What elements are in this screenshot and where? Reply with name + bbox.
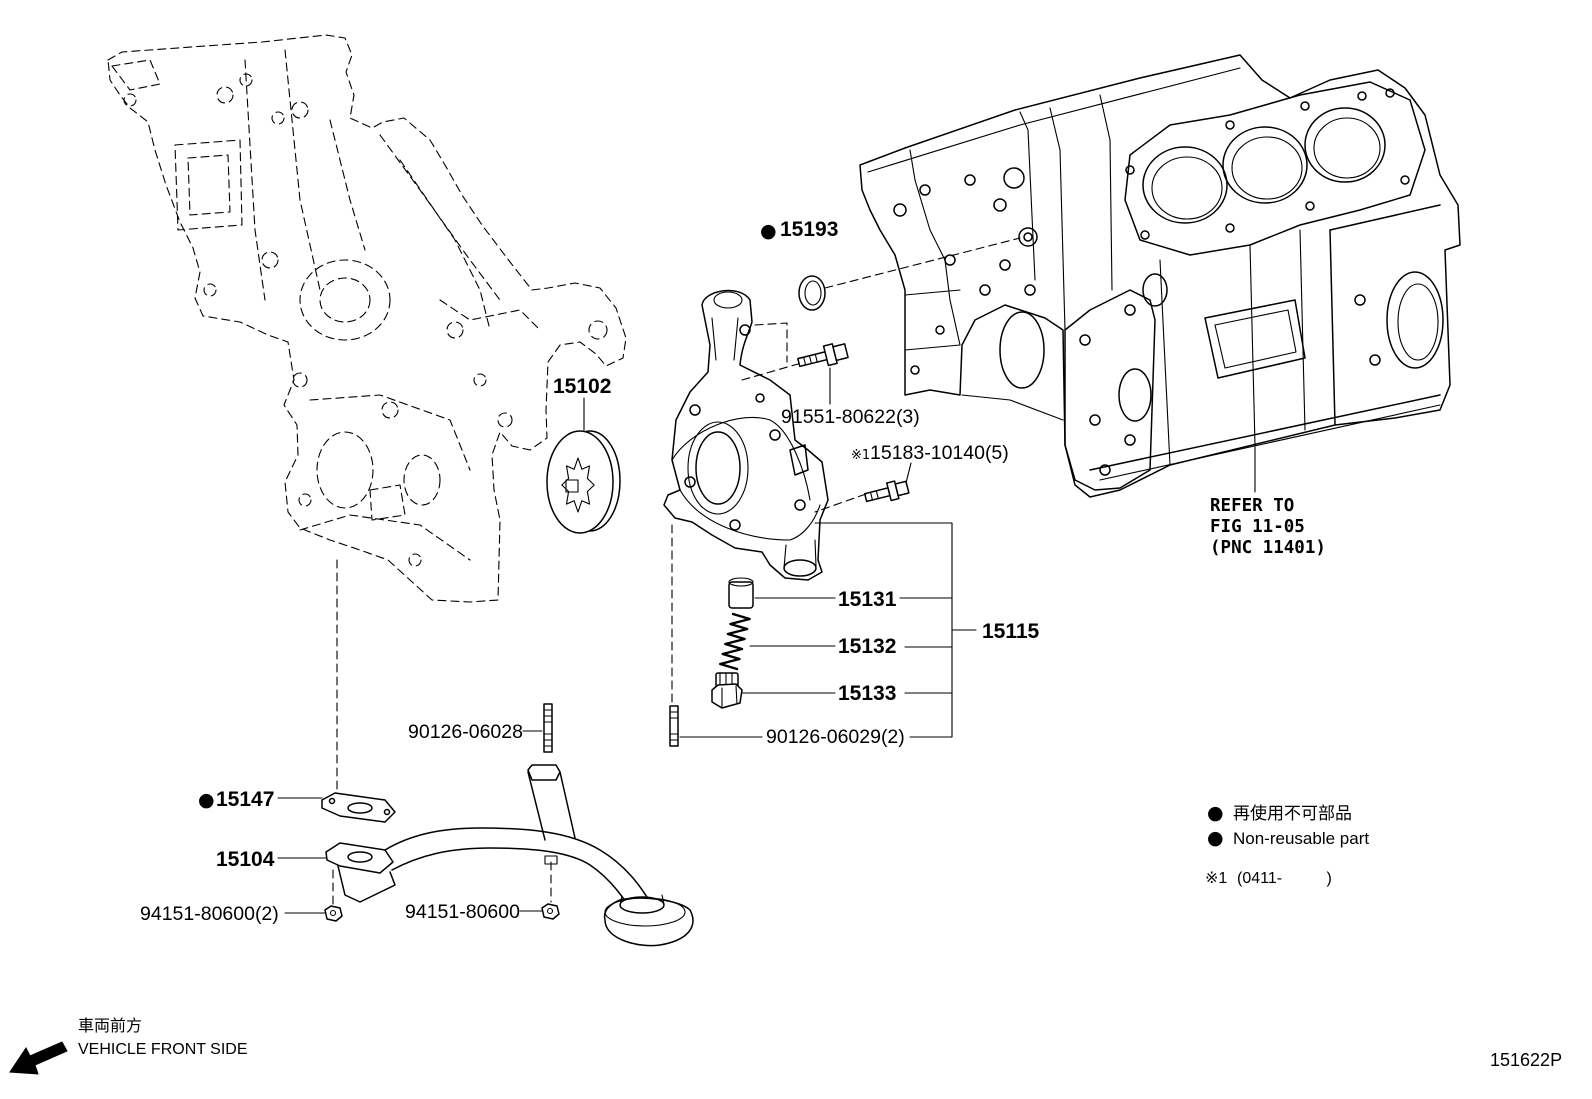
reference-line-1[interactable]: REFER TO [1210, 496, 1294, 516]
callout-15183-10140-label[interactable]: 15183-10140(5) [870, 442, 1009, 464]
legend-note-ref: ※1 [1205, 870, 1227, 887]
legend-text-en: Non-reusable part [1233, 829, 1369, 848]
part-15115-drawing [663, 289, 829, 581]
vehicle-front-indicator: 車両前方 VEHICLE FRONT SIDE [9, 1017, 248, 1075]
reference-line-3[interactable]: (PNC 11401) [1210, 538, 1326, 558]
part-15131-drawing [728, 577, 754, 609]
part-90126-06029-stud-drawing [669, 705, 679, 747]
part-15102-drawing [546, 430, 621, 534]
arrow-down-left-icon [9, 1041, 68, 1075]
legend: ● 再使用不可部品 ● Non-reusable part ※1 (0411- … [1205, 802, 1369, 887]
reference-line-2[interactable]: FIG 11-05 [1210, 517, 1305, 537]
legend-marker: ● [1207, 827, 1224, 849]
legend-marker: ● [1207, 802, 1224, 824]
part-15132-spring-drawing [719, 612, 751, 671]
callout-15147[interactable]: 15147 [216, 788, 274, 811]
non-reusable-marker: ● [198, 789, 215, 811]
figure-code: 151622P [1490, 1050, 1562, 1070]
part-15104-strainer-drawing [325, 764, 694, 947]
part-15133-plug-drawing [711, 672, 743, 709]
callout-15132[interactable]: 15132 [838, 635, 896, 658]
legend-note-text: (0411- ) [1237, 870, 1332, 887]
part-15183-10140-bolt-drawing [863, 480, 910, 503]
part-91551-80622-bolt-drawing [797, 343, 849, 368]
callout-90126-06029[interactable]: 90126-06029(2) [766, 726, 905, 748]
part-15147-gasket-drawing [321, 792, 396, 823]
part-90126-06028-stud-drawing [543, 703, 553, 753]
orientation-label-en: VEHICLE FRONT SIDE [78, 1041, 248, 1058]
part-94151-80600-nut-pair-drawing [324, 905, 343, 922]
callout-91551-80622[interactable]: 91551-80622(3) [781, 406, 920, 428]
callout-15102[interactable]: 15102 [553, 375, 611, 398]
assembly-guide-lines [332, 237, 1021, 905]
callout-15183-10140[interactable]: ※1 15183-10140(5) [851, 442, 1009, 464]
callout-90126-06028[interactable]: 90126-06028 [408, 721, 523, 743]
callout-94151-80600-pair[interactable]: 94151-80600(2) [140, 903, 279, 925]
callout-15133[interactable]: 15133 [838, 682, 896, 705]
timing-cover-outline [107, 34, 627, 603]
part-94151-80600-nut-drawing [541, 903, 560, 920]
part-15193-drawing [798, 275, 826, 311]
reference-note: REFER TO FIG 11-05 (PNC 11401) [1210, 496, 1326, 558]
callout-15131[interactable]: 15131 [838, 588, 897, 611]
cylinder-block-drawing [859, 54, 1461, 498]
note-ref-marker: ※1 [851, 448, 870, 463]
leader-lines [277, 367, 1256, 914]
callout-15193[interactable]: 15193 [780, 218, 838, 241]
legend-text-ja: 再使用不可部品 [1233, 803, 1352, 823]
callout-94151-80600[interactable]: 94151-80600 [405, 901, 520, 923]
callout-15104[interactable]: 15104 [216, 848, 275, 871]
orientation-label-ja: 車両前方 [78, 1017, 142, 1035]
non-reusable-marker: ● [760, 220, 777, 242]
callout-15115[interactable]: 15115 [982, 620, 1040, 643]
